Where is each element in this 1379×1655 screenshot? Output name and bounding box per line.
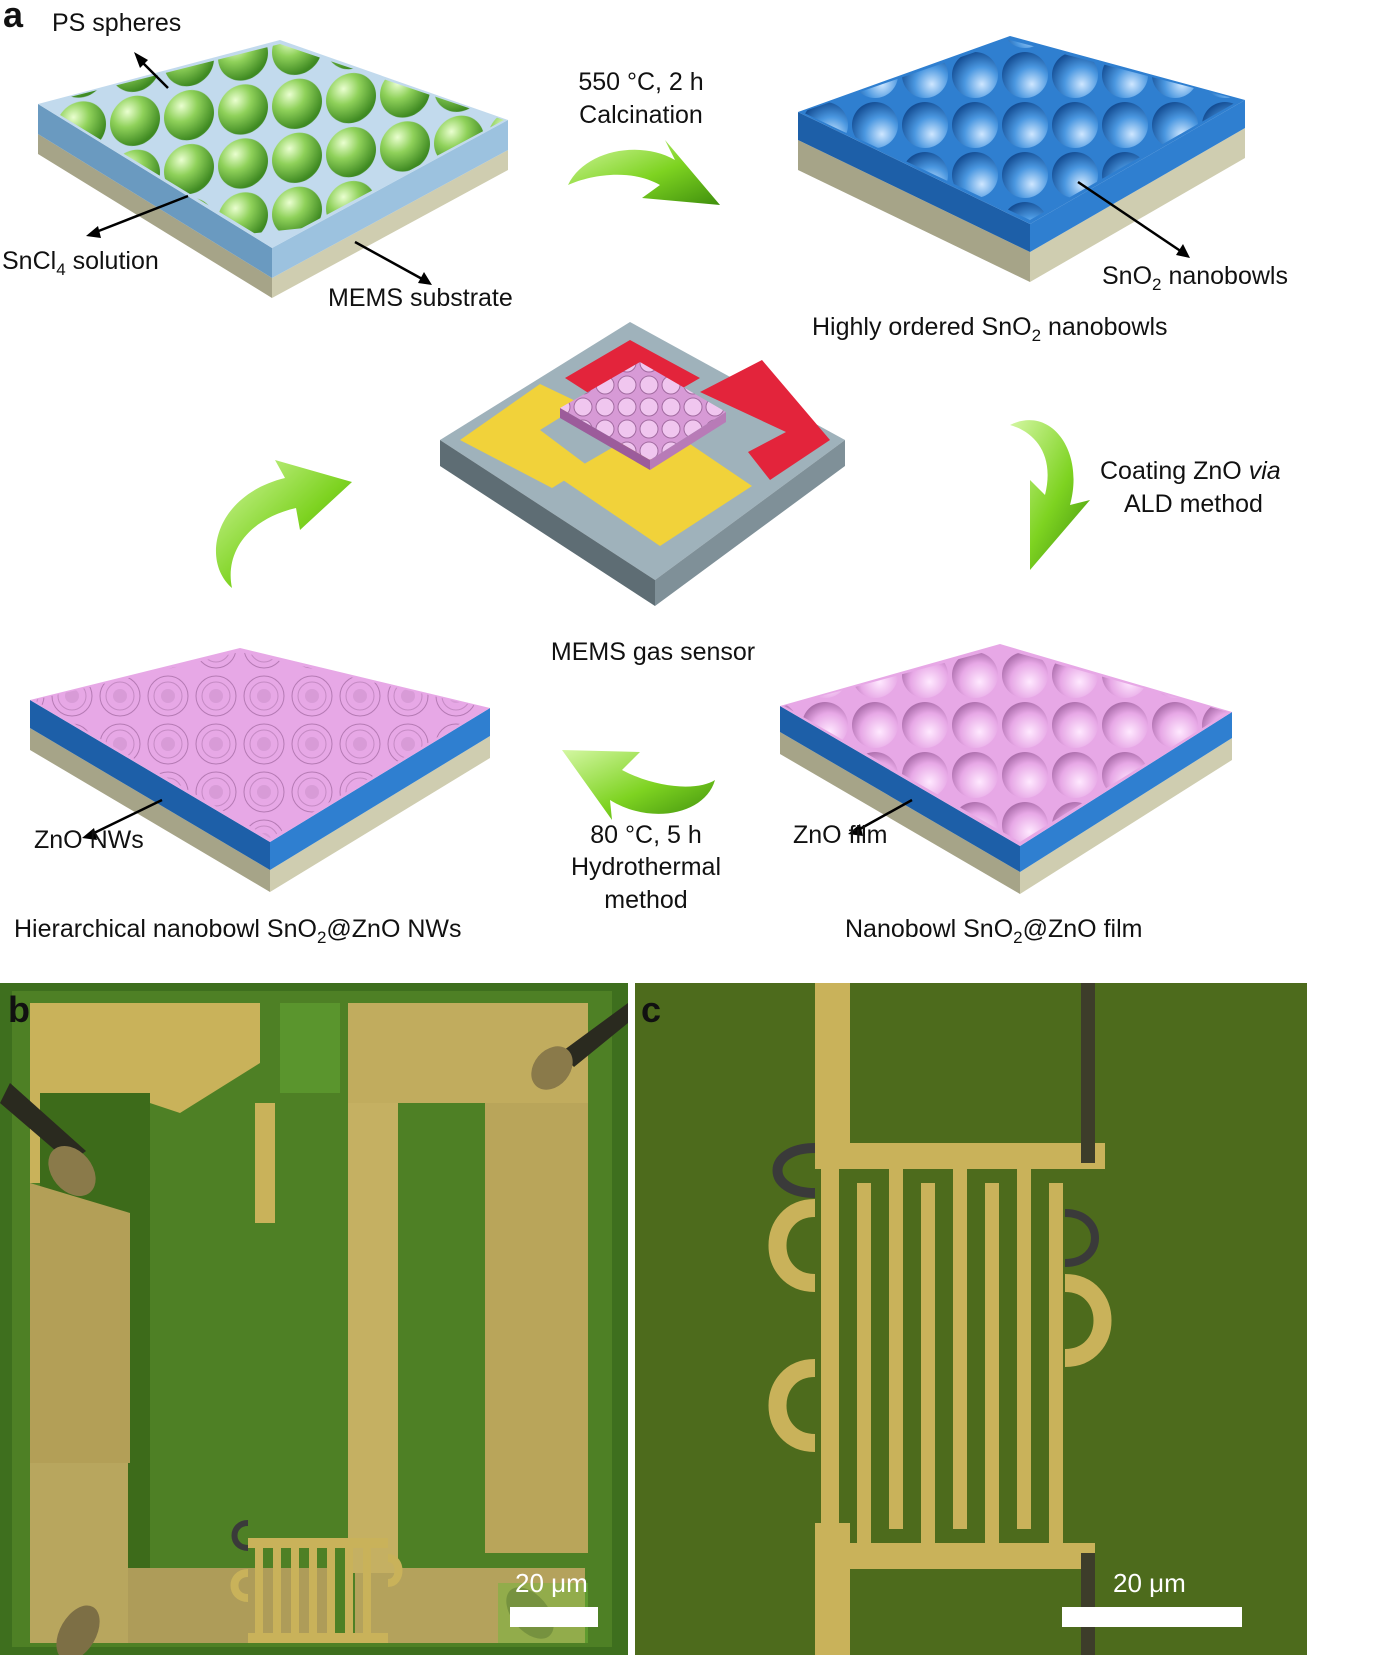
- micrograph-b-drawing: [0, 983, 628, 1655]
- arrow-to-sensor: [215, 460, 352, 588]
- pointer-arrows: [82, 52, 1190, 840]
- micrograph-b: b 20 μm: [0, 983, 628, 1655]
- label-calcination: Calcination: [579, 101, 703, 129]
- label-hydrothermal: Hydrothermal: [570, 853, 722, 881]
- label-calcination-condition: 550 °C, 2 h: [578, 68, 704, 96]
- panel-label-b: b: [8, 989, 30, 1030]
- sno2-nanobowl-block: [798, 36, 1245, 282]
- caption-nanobowl-film: Nanobowl SnO2@ZnO film: [845, 915, 1143, 947]
- arrow-calcination: [568, 140, 720, 205]
- label-sncl4-solution: SnCl4 solution: [2, 247, 159, 279]
- arrow-ald-coating: [1010, 420, 1090, 570]
- label-sno2-nanobowls: SnO2 nanobowls: [1102, 262, 1288, 294]
- caption-hierarchical: Hierarchical nanobowl SnO2@ZnO NWs: [14, 915, 462, 947]
- label-method: method: [604, 886, 688, 914]
- scale-bar-c: [1062, 1607, 1242, 1627]
- scale-bar-c-label: 20 μm: [1113, 1568, 1186, 1598]
- label-ald-method: ALD method: [1124, 490, 1263, 518]
- caption-highly-ordered: Highly ordered SnO2 nanobowls: [812, 313, 1168, 345]
- label-mems-substrate: MEMS substrate: [328, 284, 513, 312]
- label-coating-zno: Coating ZnO via: [1100, 457, 1281, 485]
- micrograph-c-drawing: [635, 983, 1307, 1655]
- label-zno-nws: ZnO NWs: [34, 826, 144, 854]
- scale-bar-b-label: 20 μm: [515, 1568, 588, 1598]
- scale-bar-b: [510, 1607, 598, 1627]
- arrow-hydrothermal: [562, 750, 715, 820]
- micrograph-c: c 20 μm: [635, 983, 1307, 1655]
- ps-spheres-block: [38, 40, 508, 298]
- panel-label-c: c: [641, 989, 662, 1030]
- caption-mems-gas-sensor: MEMS gas sensor: [550, 638, 756, 666]
- mems-sensor-chip: [440, 322, 845, 606]
- label-zno-film: ZnO film: [793, 821, 888, 849]
- zno-film-block: [780, 644, 1232, 894]
- panel-label-a: a: [3, 0, 24, 35]
- label-hydro-condition: 80 °C, 5 h: [590, 821, 702, 849]
- label-ps-spheres: PS spheres: [52, 9, 182, 37]
- hierarchical-nws-block: [30, 648, 490, 892]
